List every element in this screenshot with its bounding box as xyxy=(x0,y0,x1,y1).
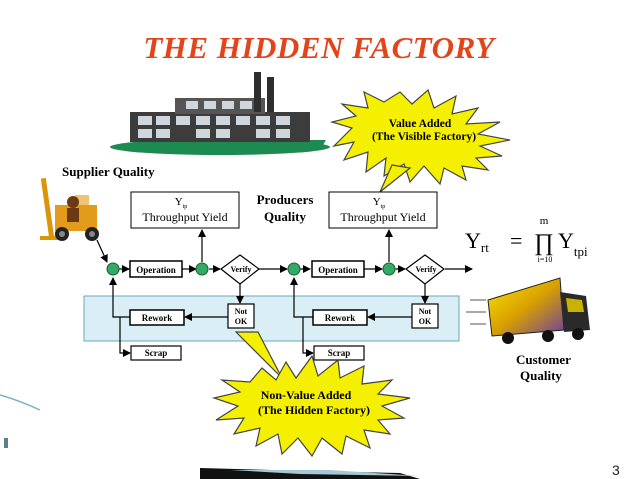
rework-box-1 xyxy=(129,309,185,326)
producers-quality-label-1: Producers xyxy=(257,192,314,207)
throughput-yield-2-label: Throughput Yield xyxy=(340,210,425,224)
not-ok-label-1b: OK xyxy=(235,317,248,326)
truck-icon xyxy=(466,277,590,344)
slide-title: THE HIDDEN FACTORY xyxy=(143,30,495,65)
not-ok-label-2a: Not xyxy=(419,307,432,316)
process-node xyxy=(106,262,120,276)
formula-lower-limit: i=10 xyxy=(538,255,553,264)
operation-label-2: Operation xyxy=(318,265,358,275)
verify-diamond-2 xyxy=(405,254,445,285)
visible-factory-label: (The Visible Factory) xyxy=(372,131,476,143)
non-value-added-starburst xyxy=(211,331,411,458)
forklift-icon xyxy=(40,177,99,241)
verify-label-2: Verify xyxy=(415,265,436,274)
decorative-swoosh-left xyxy=(0,394,41,411)
operation-box-2 xyxy=(311,260,365,278)
scrap-label-1: Scrap xyxy=(145,348,168,358)
formula-rhs: Ytpi xyxy=(558,228,588,259)
customer-quality-label-2: Quality xyxy=(520,368,562,383)
rework-label-2: Rework xyxy=(325,313,356,323)
verify-diamond-1 xyxy=(220,254,260,285)
process-node xyxy=(195,262,209,276)
scrap-box-2 xyxy=(313,345,365,361)
non-value-added-label: Non-Value Added xyxy=(261,388,352,402)
operation-box-1 xyxy=(129,260,183,278)
not-ok-label-1a: Not xyxy=(235,307,248,316)
throughput-yield-2-symbol: Ytp xyxy=(373,196,386,210)
process-node xyxy=(382,262,396,276)
supplier-quality-label: Supplier Quality xyxy=(62,164,155,179)
customer-quality-label-1: Customer xyxy=(516,352,571,367)
slide-number: 3 xyxy=(612,462,620,478)
rework-box-2 xyxy=(312,309,368,326)
factory-icon xyxy=(110,72,330,155)
decorative-swoosh-bottom-light xyxy=(230,470,420,476)
formula-lhs: Yrt xyxy=(465,228,489,255)
hidden-factory-label: (The Hidden Factory) xyxy=(258,403,370,417)
not-ok-box-2 xyxy=(411,303,439,329)
scrap-box-1 xyxy=(130,345,182,361)
not-ok-label-2b: OK xyxy=(419,317,432,326)
formula-upper-limit: m xyxy=(540,215,549,227)
rework-label-1: Rework xyxy=(142,313,173,323)
formula-equals: = xyxy=(510,228,522,253)
throughput-yield-1-label: Throughput Yield xyxy=(142,210,227,224)
rolled-throughput-yield-formula: Yrt = m ∏ i=10 Ytpi xyxy=(465,215,588,264)
scrap-label-2: Scrap xyxy=(328,348,351,358)
value-added-label: Value Added xyxy=(389,118,452,130)
throughput-yield-box-1 xyxy=(130,191,240,229)
operation-label-1: Operation xyxy=(136,265,176,275)
formula-product-symbol: ∏ xyxy=(534,230,554,256)
throughput-yield-box-2 xyxy=(328,191,438,229)
value-added-starburst xyxy=(329,88,511,193)
verify-label-1: Verify xyxy=(230,265,251,274)
not-ok-box-1 xyxy=(227,303,255,329)
process-node xyxy=(287,262,301,276)
decorative-mark-left xyxy=(4,438,8,448)
throughput-yield-1-symbol: Ytp xyxy=(175,196,188,210)
producers-quality-label-2: Quality xyxy=(264,209,306,224)
